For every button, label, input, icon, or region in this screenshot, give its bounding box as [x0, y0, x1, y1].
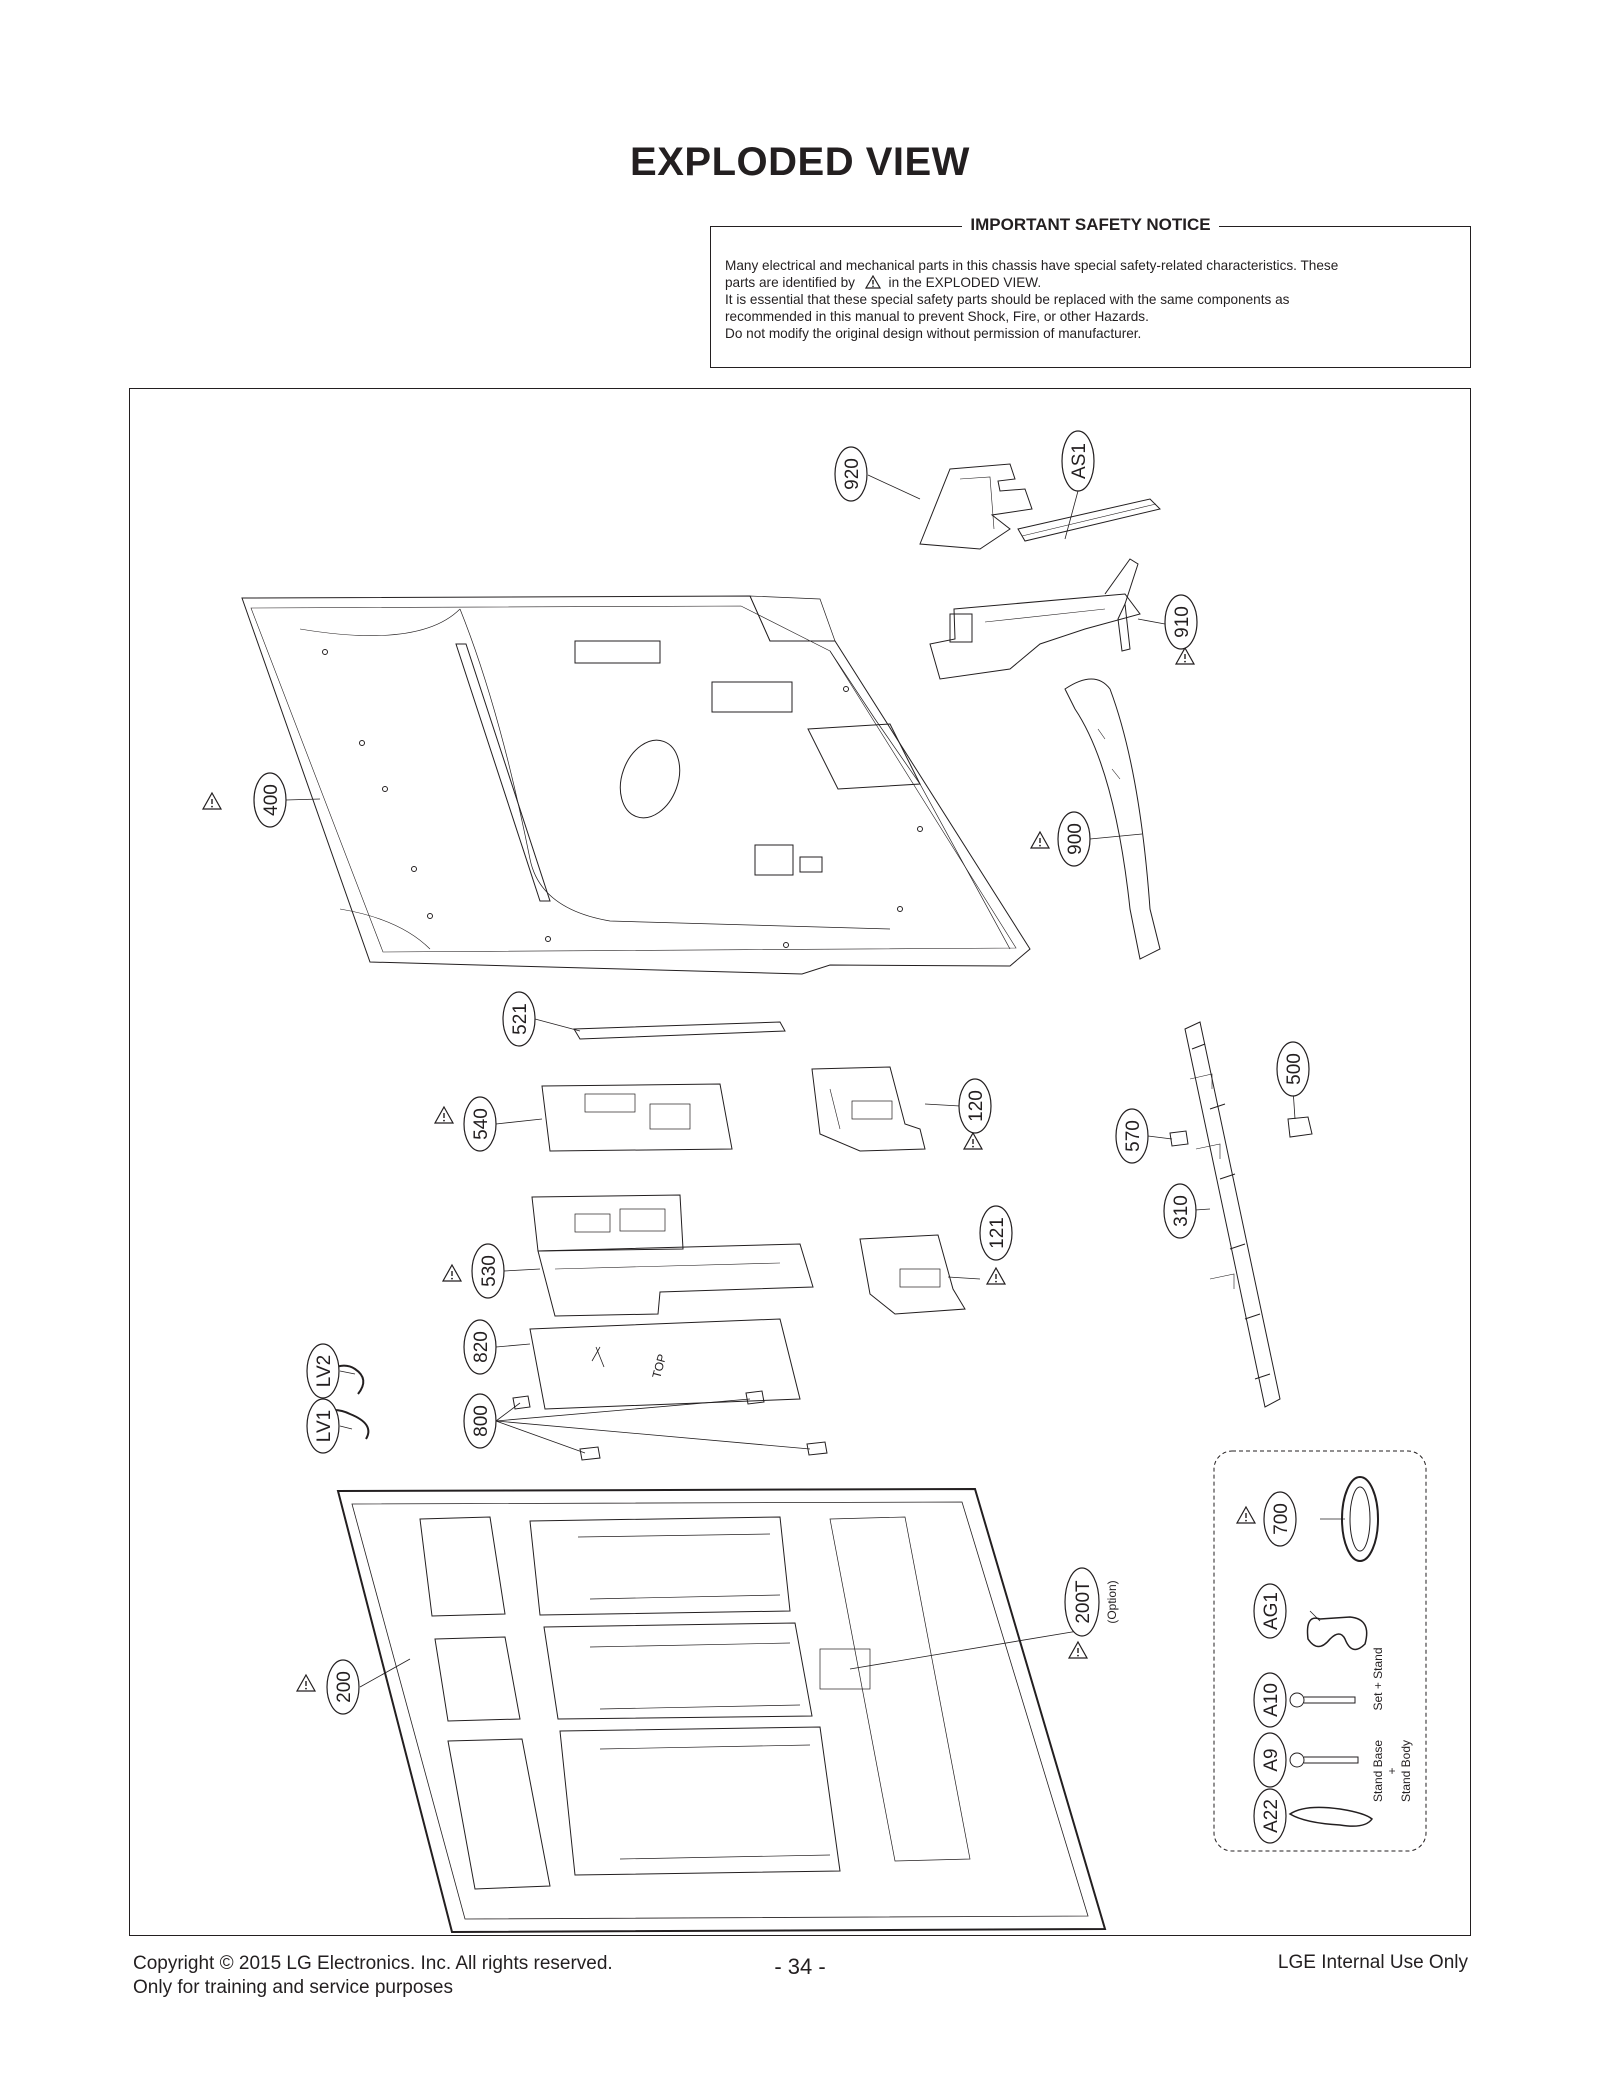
part-820-drawing: TOP	[529, 1318, 801, 1410]
safety-notice-body: Many electrical and mechanical parts in …	[725, 257, 1457, 342]
warning-triangle-icon	[1068, 1641, 1088, 1659]
part-310-drawing	[1184, 1021, 1281, 1408]
part-label-570: 570	[1123, 1120, 1144, 1152]
warning-triangle-icon	[434, 1106, 454, 1124]
part-label-310: 310	[1171, 1195, 1192, 1227]
exploded-view-diagram: TOP	[129, 388, 1471, 1936]
notice-line-1: Many electrical and mechanical parts in …	[725, 258, 1339, 273]
exploded-view-drawing: TOP	[202, 430, 1427, 1934]
warning-triangle-icon	[296, 1674, 316, 1692]
part-note-A9-line1: Stand Base	[1371, 1740, 1385, 1802]
footer-copyright: Copyright © 2015 LG Electronics. Inc. Al…	[133, 1953, 613, 1974]
part-label-500: 500	[1284, 1053, 1305, 1085]
footer-internal-use: LGE Internal Use Only	[1277, 1952, 1468, 1973]
warning-triangle-icon	[442, 1264, 462, 1282]
part-label-LV1: LV1	[314, 1410, 335, 1442]
safety-notice-heading: IMPORTANT SAFETY NOTICE	[962, 215, 1219, 234]
notice-line-2: parts are identified by in the EXPLODED …	[725, 275, 1042, 290]
footer-copyright-block: Copyright © 2015 LG Electronics. Inc. Al…	[133, 1952, 613, 2000]
leader-lines	[285, 474, 1345, 1688]
warning-triangle-icon	[1030, 831, 1050, 849]
part-label-121: 121	[987, 1217, 1008, 1249]
part-label-LV2: LV2	[314, 1355, 335, 1387]
part-note-200T: (Option)	[1105, 1580, 1119, 1623]
back-cover-drawing	[241, 595, 1031, 975]
warning-triangle-icon	[986, 1267, 1006, 1285]
part-570-drawing	[1169, 1130, 1189, 1147]
part-800-drawing	[512, 1390, 828, 1461]
part-label-200T: 200T	[1073, 1580, 1094, 1624]
warning-triangle-icon	[963, 1132, 983, 1150]
part-label-900: 900	[1065, 823, 1086, 855]
part-note-A10: Set + Stand	[1371, 1647, 1385, 1710]
part-label-521: 521	[510, 1003, 531, 1035]
part-121-drawing	[859, 1234, 966, 1315]
warning-triangle-icon	[1175, 647, 1195, 665]
part-120-drawing	[811, 1066, 926, 1152]
part-note-A9-line3: Stand Body	[1399, 1740, 1413, 1802]
part-label-400: 400	[261, 784, 282, 816]
part-900-drawing	[1064, 678, 1161, 960]
safety-notice-box: IMPORTANT SAFETY NOTICE Many electrical …	[710, 215, 1471, 368]
part-label-700: 700	[1271, 1503, 1292, 1535]
part-label-920: 920	[842, 458, 863, 490]
footer-purpose: Only for training and service purposes	[133, 1977, 453, 1998]
part-label-820: 820	[471, 1331, 492, 1363]
part-920-drawing	[919, 463, 1033, 550]
part-200-drawing	[336, 1487, 1107, 1934]
notice-line-3: It is essential that these special safet…	[725, 292, 1290, 307]
accessory-box	[1213, 1450, 1427, 1852]
part-label-530: 530	[479, 1255, 500, 1287]
part-521-drawing	[573, 1021, 786, 1040]
warning-triangle-icon	[864, 275, 881, 289]
warning-triangle-icon	[202, 792, 222, 810]
svg-text:TOP: TOP	[649, 1353, 669, 1380]
part-label-A10: A10	[1261, 1683, 1282, 1717]
part-label-540: 540	[471, 1108, 492, 1140]
part-label-A22: A22	[1261, 1799, 1282, 1833]
part-note-A9-line2: +	[1385, 1767, 1399, 1774]
part-label-AS1: AS1	[1069, 443, 1090, 479]
page-number: - 34 -	[774, 1954, 826, 1979]
part-AS1-drawing	[1017, 498, 1161, 542]
part-label-800: 800	[471, 1405, 492, 1437]
part-540-drawing	[531, 1083, 733, 1252]
part-910-drawing	[929, 558, 1141, 680]
notice-line-5: Do not modify the original design withou…	[725, 326, 1142, 341]
part-label-AG1: AG1	[1261, 1592, 1282, 1630]
part-530-drawing	[537, 1243, 814, 1317]
warning-triangle-icon	[1236, 1506, 1256, 1524]
part-label-910: 910	[1172, 606, 1193, 638]
part-label-200: 200	[334, 1671, 355, 1703]
part-500-drawing	[1287, 1116, 1313, 1138]
part-label-A9: A9	[1261, 1748, 1282, 1771]
notice-line-4: recommended in this manual to prevent Sh…	[725, 309, 1149, 324]
page-title: EXPLODED VIEW	[630, 140, 970, 184]
part-label-120: 120	[966, 1090, 987, 1122]
